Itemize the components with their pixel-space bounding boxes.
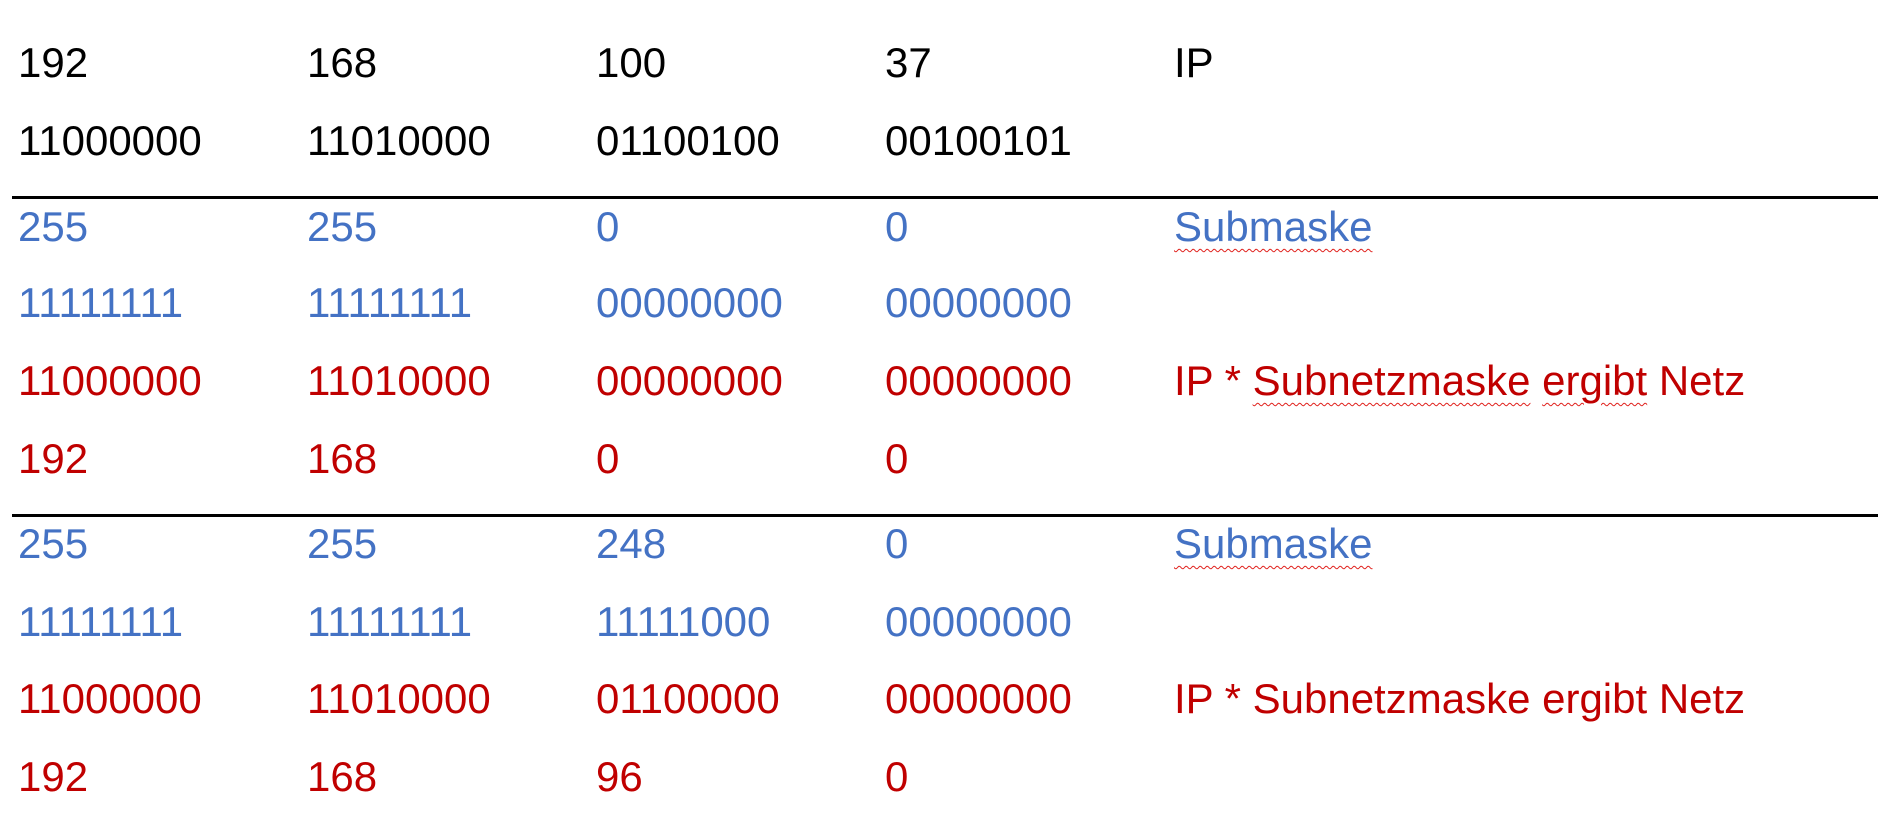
network-binary-row: 11000000 11010000 01100000 00000000 IP *… [0, 660, 1890, 738]
ip-binary-row: 11000000 11010000 01100100 00100101 [0, 102, 1890, 180]
label-word-ergibt: ergibt [1542, 357, 1648, 404]
octet-1: 255 [18, 203, 89, 250]
octet-2: 255 [307, 520, 378, 567]
octet-4: 00000000 [885, 279, 1072, 326]
octet-2: 11010000 [307, 117, 491, 164]
mask-binary-row: 11111111 11111111 00000000 00000000 [0, 264, 1890, 342]
octet-4: 00100101 [885, 117, 1072, 164]
octet-2: 255 [307, 203, 378, 250]
label-suffix: Netz [1647, 357, 1746, 404]
submask-label: Submaske [1174, 520, 1373, 567]
mask-decimal-row: 255 255 0 0 Submaske [0, 188, 1890, 266]
divider-line [12, 196, 1878, 199]
octet-1: 192 [18, 435, 89, 482]
octet-2: 11010000 [307, 357, 491, 404]
octet-1: 192 [18, 753, 89, 800]
octet-3: 01100000 [596, 675, 780, 722]
mask-decimal-row: 255 255 248 0 Submaske [0, 505, 1890, 583]
network-decimal-row: 192 168 0 0 [0, 420, 1890, 498]
octet-3: 00000000 [596, 357, 783, 404]
ip-label: IP [1174, 39, 1214, 86]
divider-line [12, 514, 1878, 517]
octet-4: 00000000 [885, 598, 1072, 645]
octet-1: 255 [18, 520, 89, 567]
octet-1: 11000000 [18, 117, 202, 164]
network-formula-label: IP * Subnetzmaske ergibt Netz [1174, 342, 1745, 420]
octet-4: 00000000 [885, 357, 1072, 404]
network-decimal-row: 192 168 96 0 [0, 738, 1890, 816]
octet-3: 00000000 [596, 279, 783, 326]
submask-label: Submaske [1174, 203, 1373, 250]
octet-2: 168 [307, 39, 378, 86]
octet-4: 0 [885, 203, 909, 250]
octet-1: 11111111 [18, 598, 184, 645]
octet-3: 01100100 [596, 117, 780, 164]
label-word-subnetzmaske: Subnetzmaske [1252, 357, 1531, 404]
octet-3: 0 [596, 203, 620, 250]
octet-2: 11010000 [307, 675, 491, 722]
octet-1: 192 [18, 39, 89, 86]
octet-3: 248 [596, 520, 667, 567]
label-space [1530, 357, 1542, 404]
octet-1: 11111111 [18, 279, 184, 326]
octet-4: 0 [885, 753, 909, 800]
octet-2: 11111111 [307, 598, 473, 645]
octet-2: 168 [307, 435, 378, 482]
octet-3: 100 [596, 39, 667, 86]
octet-4: 37 [885, 39, 932, 86]
label-prefix: IP * [1174, 357, 1253, 404]
octet-3: 0 [596, 435, 620, 482]
ip-decimal-row: 192 168 100 37 IP [0, 24, 1890, 102]
network-formula-label: IP * Subnetzmaske ergibt Netz [1174, 675, 1746, 722]
mask-binary-row: 11111111 11111111 11111000 00000000 [0, 583, 1890, 661]
octet-3: 11111000 [596, 598, 771, 645]
octet-2: 11111111 [307, 279, 473, 326]
network-binary-row: 11000000 11010000 00000000 00000000 IP *… [0, 342, 1890, 420]
octet-4: 0 [885, 435, 909, 482]
octet-1: 11000000 [18, 357, 202, 404]
octet-2: 168 [307, 753, 378, 800]
octet-4: 0 [885, 520, 909, 567]
octet-4: 00000000 [885, 675, 1072, 722]
octet-3: 96 [596, 753, 643, 800]
octet-1: 11000000 [18, 675, 202, 722]
